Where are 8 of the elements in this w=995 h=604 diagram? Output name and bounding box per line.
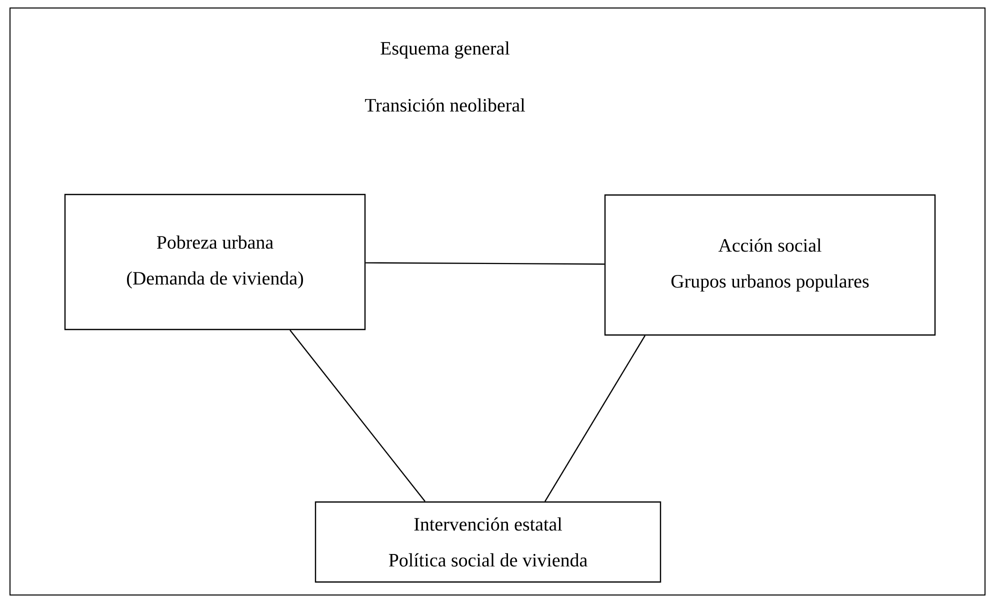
text-box: Acción social Grupos urbanos populares bbox=[604, 194, 936, 336]
title: Esquema general bbox=[380, 41, 510, 59]
connector-line bbox=[366, 262, 604, 265]
text-box: Pobreza urbana (Demanda de vivienda) bbox=[64, 194, 366, 330]
text-box: Intervención estatal Política social de vivienda bbox=[314, 501, 662, 583]
connector-line bbox=[290, 330, 426, 502]
subtitle: Transición neoliberal bbox=[365, 98, 525, 112]
connector-line bbox=[544, 335, 646, 502]
